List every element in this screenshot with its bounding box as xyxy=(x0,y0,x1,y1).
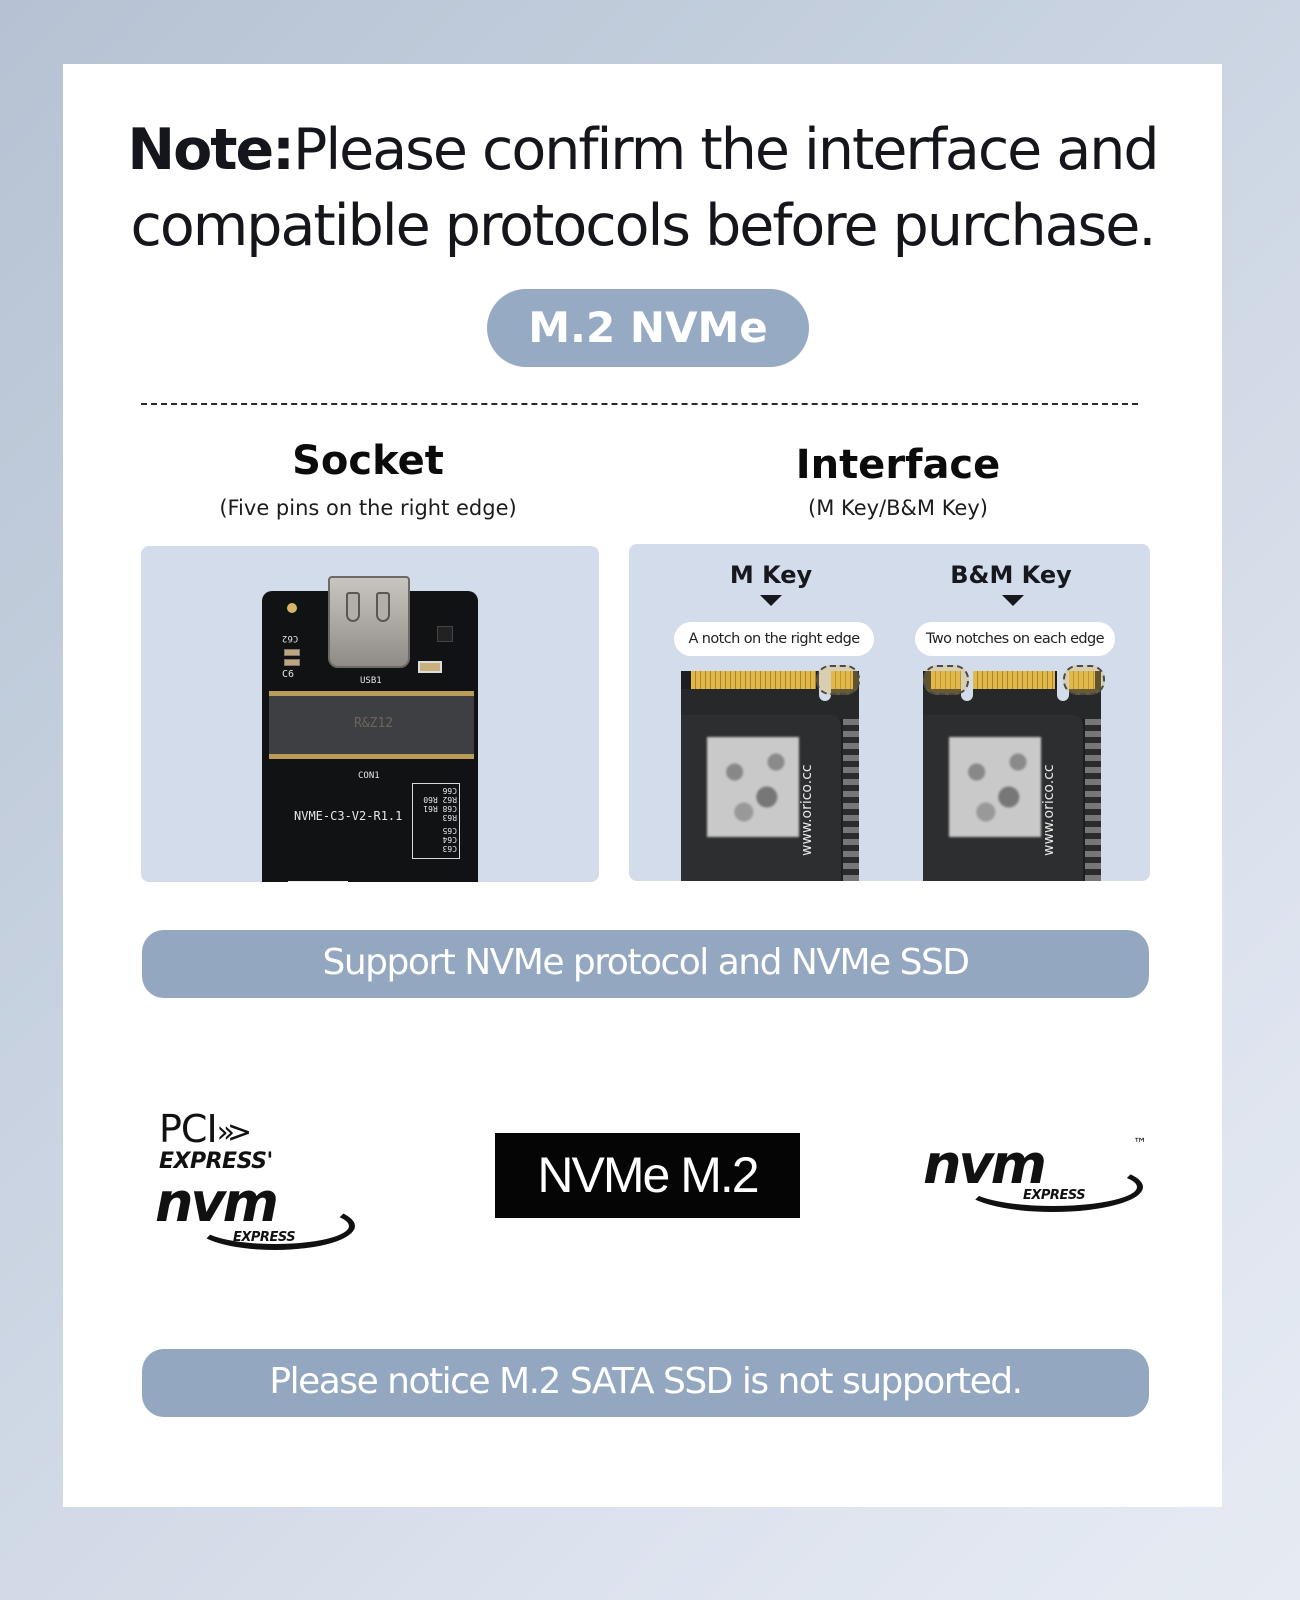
bm-key-note: Two notches on each edge xyxy=(915,622,1115,656)
pcie-nvm-express-logo: PCI»> EXPRESS' nvm EXPRESS xyxy=(155,1110,375,1260)
nvme-m2-logo: NVMe M.2 xyxy=(495,1133,800,1218)
dashed-divider xyxy=(141,403,1138,405)
interface-title: Interface xyxy=(795,442,1001,488)
sata-not-supported-bar: Please notice M.2 SATA SSD is not suppor… xyxy=(142,1349,1149,1417)
bm-key-ssd-image: www.orico.cc xyxy=(923,665,1105,881)
qr-code xyxy=(707,737,799,837)
con1-label: CON1 xyxy=(358,771,380,781)
note-prefix: Note: xyxy=(127,117,295,183)
interface-image-panel: M Key A notch on the right edge www.oric… xyxy=(629,544,1150,881)
support-nvme-bar: Support NVMe protocol and NVMe SSD xyxy=(142,930,1149,998)
bm-key-title: B&M Key xyxy=(950,561,1072,589)
m-key-ssd-image: www.orico.cc xyxy=(681,665,860,881)
headline-line-1: Note:Please confirm the interface and xyxy=(63,112,1222,188)
usb-c-port xyxy=(328,576,410,668)
interface-subtitle: (M Key/B&M Key) xyxy=(808,496,988,520)
m-key-title: M Key xyxy=(729,561,813,589)
m-key-note: A notch on the right edge xyxy=(674,622,874,656)
enclosure-pcb-image: C62 C6 USB1 R&Z12 CON1 NVME-C3-V2-R1.1 R… xyxy=(262,576,478,882)
m2-slot: R&Z12 xyxy=(269,691,474,759)
socket-image-panel: C62 C6 USB1 R&Z12 CON1 NVME-C3-V2-R1.1 R… xyxy=(141,546,599,882)
socket-title: Socket xyxy=(292,438,444,484)
headline: Note:Please confirm the interface and co… xyxy=(63,112,1222,264)
socket-subtitle: (Five pins on the right edge) xyxy=(219,496,517,520)
headline-line-1-text: Please confirm the interface and xyxy=(292,117,1160,183)
m-key-arrow-icon xyxy=(760,595,782,606)
board-id-label: NVME-C3-V2-R1.1 xyxy=(294,809,403,823)
qr-code xyxy=(949,737,1041,837)
bm-key-arrow-icon xyxy=(1002,595,1024,606)
headline-line-2: compatible protocols before purchase. xyxy=(130,193,1157,259)
info-card: Note:Please confirm the interface and co… xyxy=(63,64,1222,1507)
usb1-label: USB1 xyxy=(360,676,382,686)
nvm-express-logo: nvm ™ EXPRESS xyxy=(923,1136,1153,1230)
m2-nvme-badge: M.2 NVMe xyxy=(487,289,809,367)
